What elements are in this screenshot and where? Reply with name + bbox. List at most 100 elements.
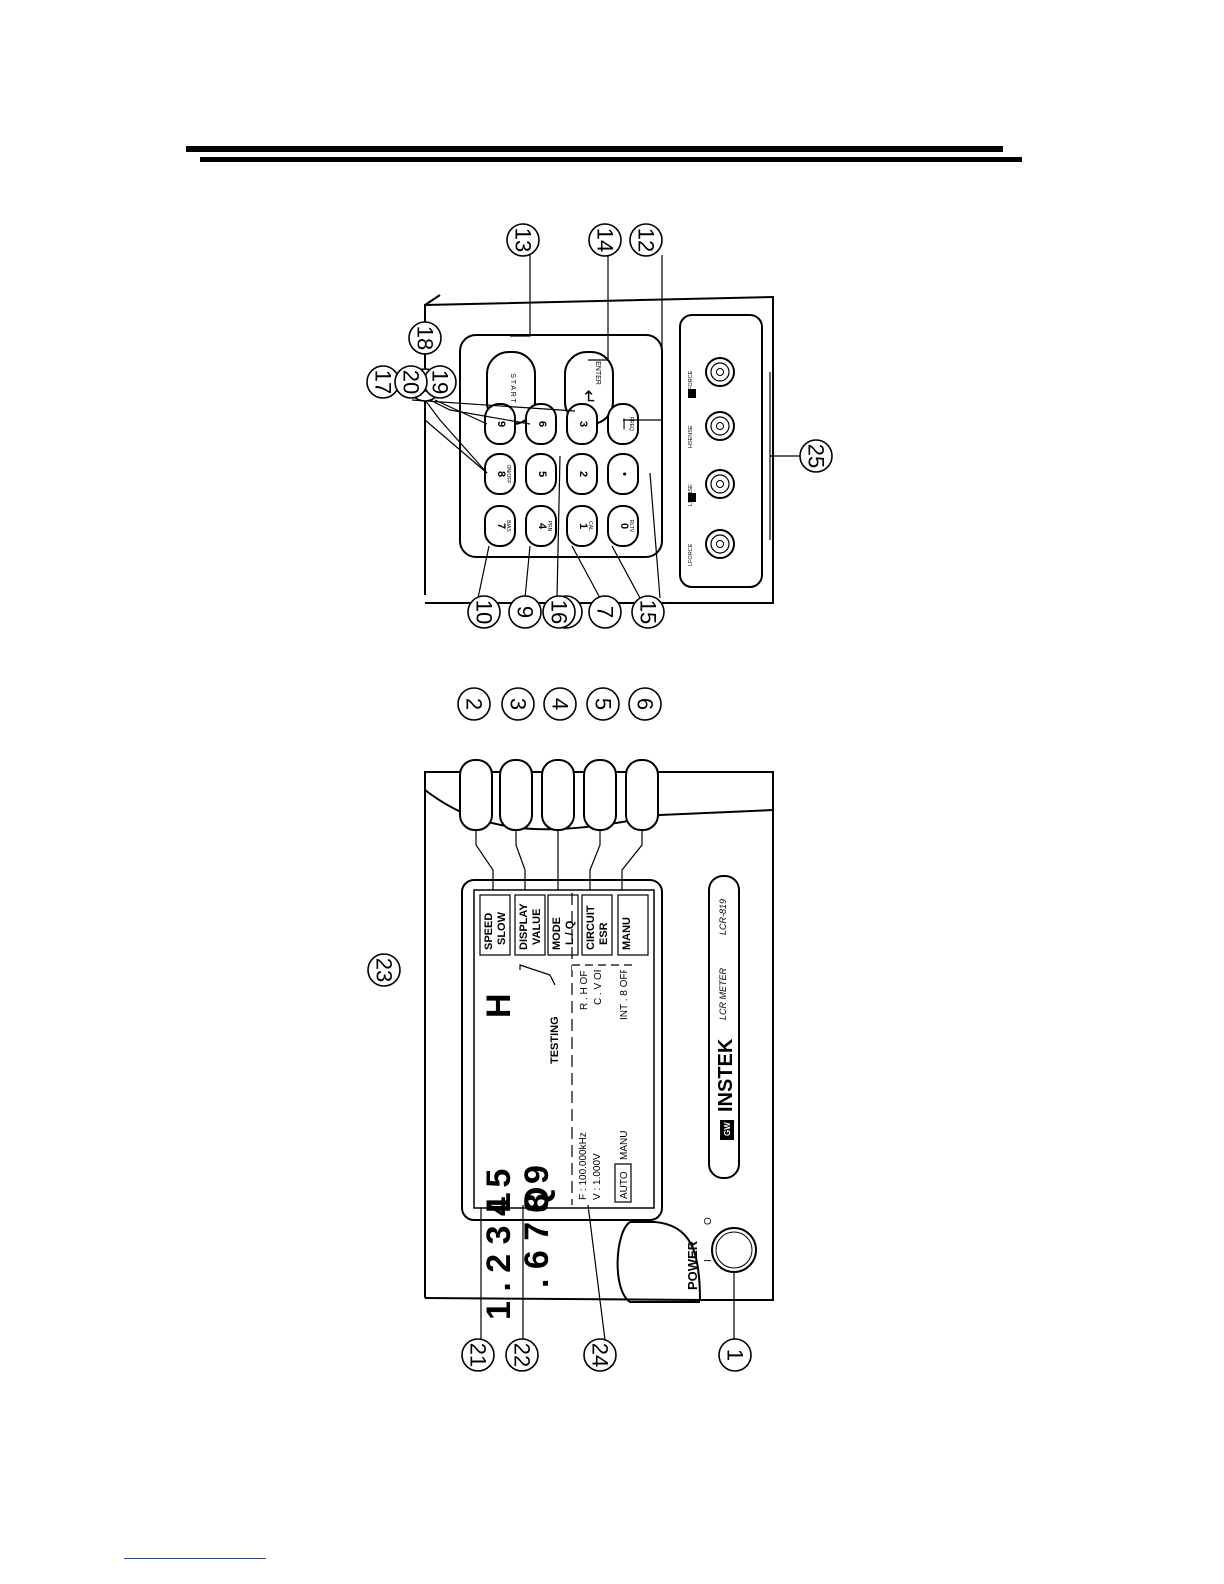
key-decimal[interactable]: •	[607, 453, 639, 495]
auto-label: AUTO	[619, 1171, 630, 1199]
softkey-label-line2: L / Q	[564, 920, 576, 945]
callout-3: 3	[501, 687, 535, 721]
volt-readout: V : 1.000V	[592, 1153, 603, 1200]
callout-number: 1	[723, 1349, 748, 1361]
power-on-label: I	[703, 1259, 714, 1262]
callout-2: 2	[457, 687, 491, 721]
softkey-label-line1: DISPLAY	[518, 903, 530, 950]
callout-number: 10	[472, 600, 497, 624]
key-5[interactable]: 5	[525, 453, 557, 495]
callout-4: 4	[543, 687, 577, 721]
callout-24: 24	[583, 1338, 617, 1372]
key-sublabel: ON/OFF	[505, 465, 511, 484]
manu-label: MANU	[619, 1131, 630, 1160]
lcd-screen: L 1 . 2 3 4 5 H Q . 6 7 8 9 TESTING F : …	[473, 889, 655, 1320]
primary-value: 1 . 2 3 4 5	[480, 1169, 518, 1320]
enter-key-label: ENTER	[594, 361, 601, 385]
callout-12: 12	[629, 223, 663, 257]
softkey-label-line2: SLOW	[496, 911, 508, 945]
key-label: 8	[495, 471, 507, 477]
brand-strip: GW INSTEK LCR METER LCR-819	[715, 899, 737, 1140]
terminal-hforce[interactable]: HFORCE	[688, 357, 735, 394]
key-label: 9	[495, 421, 507, 427]
power-switch[interactable]	[711, 1227, 757, 1273]
key-sublabel: CAL	[587, 521, 593, 531]
callout-number: 3	[506, 698, 531, 710]
callout-1: 1	[718, 1338, 752, 1372]
secondary-value: . 6 7 8 9	[518, 1165, 556, 1288]
callout-7: 7	[588, 595, 622, 629]
softkey-label-line2: ESR	[598, 922, 610, 945]
key-minus[interactable]: —FREQ	[607, 403, 639, 445]
callout-15: 15	[631, 595, 665, 629]
key-2[interactable]: 2	[566, 453, 598, 495]
callout-number: 2	[462, 698, 487, 710]
brand-badge-text: GW	[723, 1122, 732, 1136]
softkey-label-line1: MANU	[621, 917, 633, 950]
callout-group: 1234567891011121314151617181920212223242…	[366, 223, 833, 1372]
softkey-label-line1: MODE	[551, 917, 563, 950]
terminal-hsense[interactable]: HSENSE	[688, 411, 735, 448]
callout-number: 4	[548, 698, 573, 710]
callout-9: 9	[508, 595, 542, 629]
key-6[interactable]: 6	[525, 403, 557, 445]
callout-number: 21	[466, 1343, 491, 1367]
callout-23: 23	[367, 953, 401, 987]
softkey-4-button[interactable]	[583, 759, 617, 831]
plus-marker-icon	[688, 389, 696, 398]
primary-unit: H	[480, 993, 518, 1018]
header-rule-top	[186, 146, 1003, 152]
power-off-label: O	[703, 1217, 714, 1225]
terminal-lforce[interactable]: LFORCE	[688, 529, 735, 566]
terminal-group: LFORCELSENSEHSENSEHFORCE	[688, 357, 735, 566]
callout-20: 20	[394, 365, 428, 399]
enter-arrow-icon: ↵	[579, 389, 599, 404]
softkey-2-button[interactable]	[499, 759, 533, 831]
callout-number: 14	[593, 228, 618, 252]
callout-number: 17	[371, 370, 396, 394]
callout-number: 7	[593, 606, 618, 618]
key-9[interactable]: 9	[484, 403, 516, 445]
key-label: 0	[618, 523, 630, 529]
key-label: 1	[577, 523, 589, 529]
softkey-label-box	[479, 894, 511, 956]
softkey-label-box	[617, 894, 649, 956]
r-hold-readout: R . H OFF	[579, 964, 590, 1010]
secondary-symbol: Q	[518, 1187, 556, 1213]
footnote-rule	[124, 1558, 266, 1559]
callout-number: 25	[804, 444, 829, 468]
key-sublabel: PRN	[546, 521, 552, 532]
terminal-label: HFORCE	[688, 370, 694, 394]
softkey-3-button[interactable]	[541, 759, 575, 831]
display-panel-housing	[424, 771, 774, 1303]
callout-14: 14	[588, 223, 622, 257]
key-label: 3	[577, 421, 589, 427]
brand-logo: INSTEK	[715, 1038, 737, 1112]
callout-22: 22	[505, 1338, 539, 1372]
softkey-5-button[interactable]	[625, 759, 659, 831]
callout-17: 17	[366, 365, 400, 399]
leader-lines	[411, 255, 816, 1341]
softkey-label-box	[581, 894, 613, 956]
key-label: 6	[536, 421, 548, 427]
callout-6: 6	[628, 687, 662, 721]
key-label: 4	[536, 523, 548, 530]
key-3[interactable]: 3	[566, 403, 598, 445]
c-v-readout: C . V OFF	[593, 960, 604, 1005]
terminal-label: LFORCE	[688, 543, 694, 566]
key-label: 5	[536, 471, 548, 477]
header-rule-bottom	[200, 157, 1022, 162]
callout-25: 25	[799, 439, 833, 473]
callout-5: 5	[586, 687, 620, 721]
key-8[interactable]: 8ON/OFF	[484, 453, 516, 495]
power-label: POWER	[685, 1240, 700, 1290]
softkey-1-button[interactable]	[459, 759, 493, 831]
key-sublabel: FREQ	[628, 417, 634, 431]
callout-number: 24	[588, 1343, 613, 1367]
